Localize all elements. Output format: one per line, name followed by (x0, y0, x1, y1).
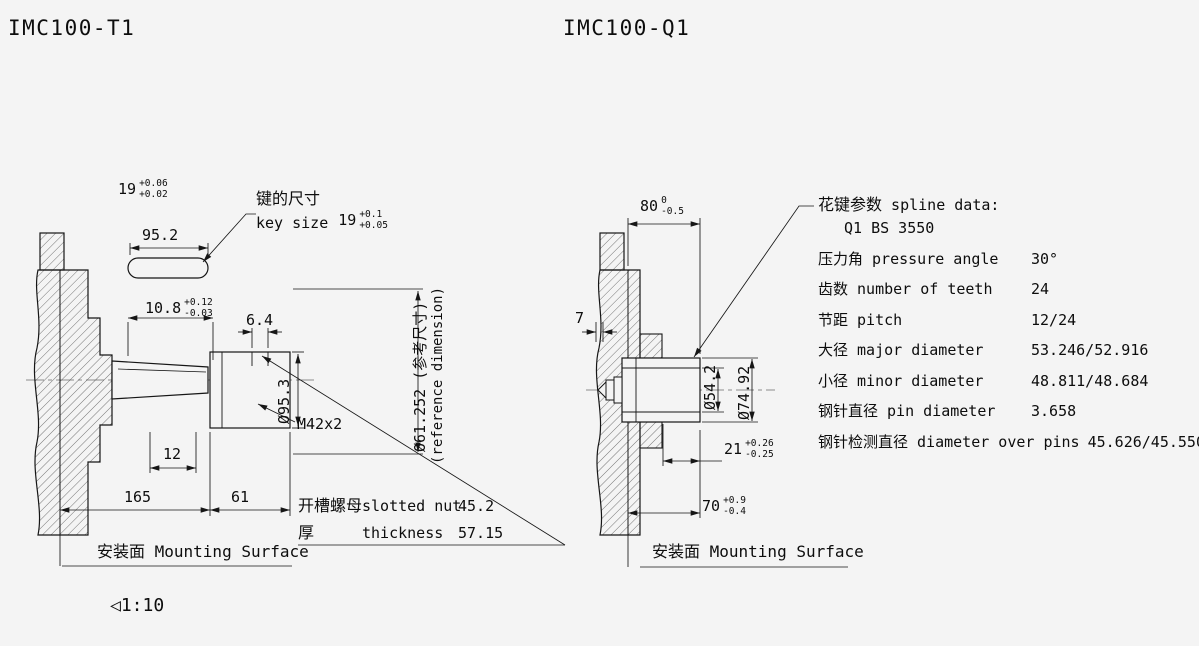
t1-slotted-nut-cn: 开槽螺母 (298, 496, 363, 515)
t1-keyway-depth-dim: 10.8+0.12-0.03 (145, 297, 213, 320)
t1-key-size-upper-tol: +0.1 (359, 209, 383, 220)
t1-thickness-en: thickness (362, 524, 444, 542)
t1-dimension-lines (59, 213, 566, 567)
t1-nut-thickness-note: 厚 thickness 57.15 (298, 523, 504, 542)
t1-key-size-value: 19 (338, 210, 357, 229)
spline-row-minor-diameter: 小径 minor diameter 48.811/48.684 (818, 372, 1149, 390)
t1-keyway-depth-tolerance: +0.12-0.03 (184, 297, 213, 320)
t1-key-width-lower-tol: +0.02 (139, 189, 168, 201)
t1-mounting-surface-label: 安装面 Mounting Surface (97, 542, 309, 561)
t1-key-width-dim: 19+0.06+0.02 (118, 178, 168, 201)
t1-flange-section (33, 269, 113, 536)
t1-dim-12: 12 (163, 445, 182, 463)
spline-data-header: 花键参数 spline data: (818, 195, 1000, 214)
t1-thickness-value: 57.15 (458, 524, 504, 542)
q1-dim-80-value: 80 (640, 196, 659, 215)
spline-label-number-of-teeth: 齿数 number of teeth (818, 280, 993, 298)
spline-label-diameter-over-pins: 钢针检测直径 diameter over pins (818, 433, 1080, 451)
t1-slotted-nut-en: slotted nut (362, 497, 462, 515)
spline-value-pitch: 12/24 (1031, 311, 1077, 329)
q1-dim-21-value: 21 (724, 439, 743, 458)
q1-spline-sleeve (621, 357, 701, 423)
t1-flange-lug (39, 232, 65, 271)
spline-row-pitch: 节距 pitch 12/24 (818, 311, 1077, 329)
q1-view (582, 205, 848, 568)
spline-row-number-of-teeth: 齿数 number of teeth 24 (818, 280, 1050, 298)
q1-mounting-surface-label: 安装面 Mounting Surface (652, 542, 864, 561)
q1-hub-block-top (639, 333, 663, 359)
t1-reference-diameter-dim: Ø61.252 (参考尺寸) (411, 301, 429, 452)
t1-key-length-dim: 95.2 (142, 226, 179, 244)
t1-nut-diameter-dim: Ø95.3 (275, 378, 293, 424)
spline-row-pin-diameter: 钢针直径 pin diameter 3.658 (818, 402, 1077, 420)
q1-outer-diameter-dim: Ø74.92 (735, 365, 753, 420)
q1-dim-21-tolerance: +0.26-0.25 (745, 438, 774, 461)
q1-view-title: IMC100-Q1 (563, 16, 691, 40)
spline-value-pin-diameter: 3.658 (1031, 402, 1077, 420)
t1-key-size-label: key size (256, 213, 329, 232)
q1-dim-70-lower-tol: -0.4 (723, 506, 746, 518)
q1-dim-21-lower-tol: -0.25 (745, 449, 774, 461)
t1-key-size-dim: 19+0.1+0.05 (338, 209, 388, 232)
q1-hub-block-bottom (639, 421, 663, 449)
q1-dimension-lines (582, 205, 848, 568)
spline-header-en: spline data: (891, 196, 1000, 214)
spline-label-pin-diameter: 钢针直径 pin diameter (818, 402, 996, 420)
q1-pilot-pin-step2 (613, 376, 623, 404)
t1-thread-label: M42x2 (297, 415, 343, 433)
spline-header-cn: 花键参数 (818, 195, 883, 214)
q1-pilot-pin-step1 (605, 379, 615, 401)
spline-value-major-diameter: 53.246/52.916 (1031, 341, 1149, 359)
t1-key-note-en: key size 19+0.1+0.05 (256, 209, 388, 235)
t1-reference-dimension-note: (reference dimension) (430, 286, 446, 464)
q1-dim-70: 70+0.9-0.4 (702, 495, 746, 518)
spline-label-minor-diameter: 小径 minor diameter (818, 372, 984, 390)
t1-thickness-cn: 厚 (298, 523, 315, 542)
q1-dim-80-lower-tol: -0.5 (661, 206, 684, 218)
t1-view-title: IMC100-T1 (8, 16, 136, 40)
t1-slot-width-dim: 6.4 (246, 311, 274, 329)
t1-keyway-depth-value: 10.8 (145, 298, 182, 317)
q1-dim-80-tolerance: 0-0.5 (661, 195, 684, 218)
spline-row-diameter-over-pins: 钢针检测直径 diameter over pins 45.626/45.550 (818, 433, 1199, 451)
spline-value-pressure-angle: 30° (1031, 250, 1059, 268)
t1-keyway-line (117, 368, 207, 373)
q1-dim-21-upper-tol: +0.26 (745, 438, 774, 449)
q1-dim-7: 7 (575, 309, 585, 327)
spline-row-major-diameter: 大径 major diameter 53.246/52.916 (818, 341, 1149, 359)
q1-inner-diameter-dim: Ø54.2 (701, 364, 719, 410)
spline-label-major-diameter: 大径 major diameter (818, 341, 984, 359)
t1-dim-61: 61 (231, 488, 250, 506)
t1-key-width-upper-tol: +0.06 (139, 178, 168, 189)
q1-dim-70-upper-tol: +0.9 (723, 495, 746, 506)
t1-dim-165: 165 (124, 488, 152, 506)
t1-keyway-depth-lower-tol: -0.03 (184, 308, 213, 320)
spline-label-pitch: 节距 pitch (818, 311, 903, 329)
q1-dim-80-upper-tol: 0 (661, 195, 667, 206)
t1-key-size-lower-tol: +0.05 (359, 220, 388, 232)
spline-standard: Q1 BS 3550 (844, 219, 935, 237)
t1-key-size-tolerance: +0.1+0.05 (359, 209, 388, 232)
spline-value-diameter-over-pins: 45.626/45.550 (1087, 433, 1199, 451)
spline-label-pressure-angle: 压力角 pressure angle (818, 250, 999, 268)
q1-flange-lug (599, 232, 625, 271)
t1-key-note-cn: 键的尺寸 (256, 189, 321, 208)
t1-key-width-tolerance: +0.06+0.02 (139, 178, 168, 201)
t1-keyway-depth-upper-tol: +0.12 (184, 297, 213, 308)
spline-value-number-of-teeth: 24 (1031, 280, 1050, 298)
t1-slotted-nut-note: 开槽螺母slotted nut45.2 (298, 496, 495, 515)
t1-taper-shaft (111, 360, 209, 400)
t1-key-width-value: 19 (118, 179, 137, 198)
q1-dim-70-value: 70 (702, 496, 721, 515)
t1-key (127, 257, 209, 279)
t1-view (26, 213, 566, 567)
t1-slotted-nut-value: 45.2 (458, 497, 495, 515)
q1-dim-21: 21+0.26-0.25 (724, 438, 774, 461)
spline-value-minor-diameter: 48.811/48.684 (1031, 372, 1149, 390)
spline-row-pressure-angle: 压力角 pressure angle 30° (818, 250, 1059, 268)
t1-taper-scale-note: ◁1:10 (110, 595, 165, 616)
q1-dim-70-tolerance: +0.9-0.4 (723, 495, 746, 518)
